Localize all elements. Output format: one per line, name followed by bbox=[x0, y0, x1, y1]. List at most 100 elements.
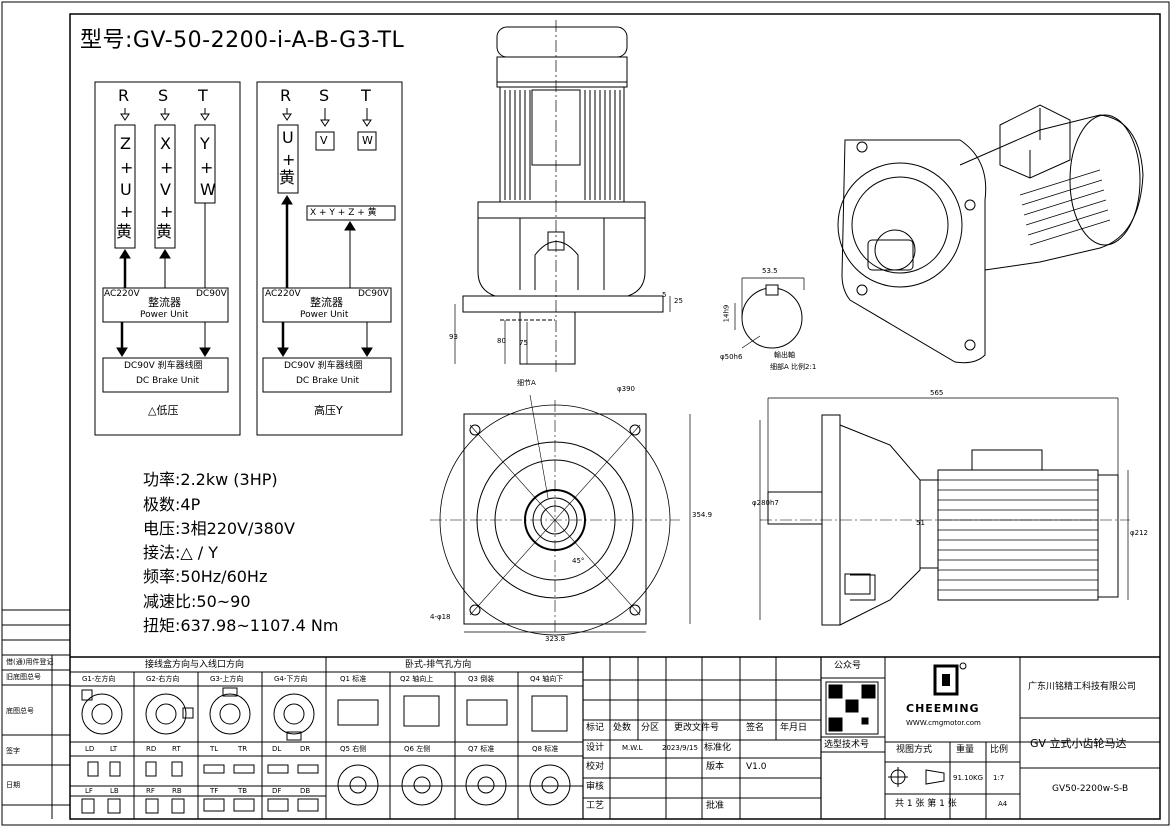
phase-label: S bbox=[319, 86, 330, 105]
spec-power: 功率:2.2kw (3HP) bbox=[143, 470, 278, 489]
terminal-label: U bbox=[282, 128, 294, 147]
vent-head: Q6 左侧 bbox=[404, 745, 431, 753]
junction-code: TL bbox=[210, 745, 219, 753]
spec-poles: 极数:4P bbox=[143, 495, 201, 514]
qr-code bbox=[825, 681, 879, 735]
motor-side-view bbox=[454, 20, 671, 372]
spec-voltage: 电压:3相220V/380V bbox=[143, 519, 295, 538]
spec-ratio: 减速比:50~90 bbox=[143, 592, 251, 611]
row-label: 设计 bbox=[586, 743, 605, 753]
terminal-label: + bbox=[160, 202, 174, 221]
rev-head: 更改文件号 bbox=[674, 723, 720, 733]
terminal-label: + bbox=[282, 150, 296, 169]
left-strip-label: 签字 bbox=[6, 747, 20, 755]
weight-value: 91.10KG bbox=[953, 774, 984, 782]
wechat-label: 公众号 bbox=[834, 661, 862, 671]
rectifier-en: Power Unit bbox=[140, 310, 189, 320]
terminal-label: U bbox=[120, 180, 132, 199]
dim-label: 354.9 bbox=[692, 511, 713, 519]
brake-en: DC Brake Unit bbox=[136, 376, 200, 386]
junction-code: DL bbox=[272, 745, 282, 753]
wiring-high-diagram bbox=[256, 81, 403, 436]
phase-label: T bbox=[198, 86, 208, 105]
junction-code: TF bbox=[210, 787, 219, 795]
junction-icons bbox=[81, 687, 571, 814]
row-label: 批准 bbox=[706, 801, 725, 811]
brake-label: DC90V 刹车器线圈 bbox=[284, 361, 363, 371]
detail-label: 细部A 比例2:1 bbox=[770, 363, 817, 371]
rectifier-ac: AC220V bbox=[265, 289, 301, 299]
row-label: 校对 bbox=[586, 762, 605, 772]
terminal-label: 黄 bbox=[116, 222, 133, 241]
junction-code: RF bbox=[146, 787, 155, 795]
weight-label: 重量 bbox=[956, 745, 975, 755]
terminal-label: + bbox=[120, 202, 134, 221]
terminal-label: X bbox=[160, 134, 171, 153]
dim-label: 细节A bbox=[517, 379, 536, 387]
terminal-label: W bbox=[200, 180, 216, 199]
brake-en: DC Brake Unit bbox=[296, 376, 360, 386]
shaft-label: 輸出軸 bbox=[774, 351, 795, 359]
drawing-number: GV50-2200w-S-B bbox=[1052, 784, 1129, 794]
vent-head: Q7 标准 bbox=[468, 745, 495, 753]
drawing-border bbox=[69, 13, 1161, 820]
junction-code: LD bbox=[85, 745, 95, 753]
tech-label: 选型技术号 bbox=[824, 740, 870, 750]
vent-title: 卧式-排气孔方向 bbox=[405, 660, 472, 670]
dim-label: φ212 bbox=[1130, 529, 1148, 537]
left-strip-label: 底图总号 bbox=[6, 707, 34, 715]
brake-label: DC90V 刹车器线圈 bbox=[124, 361, 203, 371]
company-name: 广东川铭精工科技有限公司 bbox=[1028, 682, 1137, 692]
title-block-grid bbox=[70, 656, 1160, 819]
rev-head: 分区 bbox=[641, 723, 660, 733]
terminal-label: Y bbox=[200, 134, 210, 153]
view-symbol bbox=[888, 767, 945, 787]
vent-head: Q2 轴向上 bbox=[400, 675, 434, 683]
junction-code: LB bbox=[110, 787, 119, 795]
terminal-label: V bbox=[320, 134, 328, 147]
wiring-low-diagram bbox=[94, 81, 241, 436]
terminal-label: W bbox=[362, 134, 373, 147]
dim-label: 51 bbox=[916, 519, 925, 527]
spec-frequency: 频率:50Hz/60Hz bbox=[143, 567, 268, 586]
terminal-label: + bbox=[160, 158, 174, 177]
row-label: 版本 bbox=[706, 762, 725, 772]
rev-head: 标记 bbox=[586, 723, 605, 733]
junction-head: G1-左方向 bbox=[82, 675, 116, 683]
rectifier-dc: DC90V bbox=[358, 289, 389, 299]
vent-head: Q1 标准 bbox=[340, 675, 367, 683]
rev-head: 签名 bbox=[746, 723, 765, 733]
version: V1.0 bbox=[746, 762, 767, 772]
terminal-label: 黄 bbox=[279, 168, 296, 187]
rev-head: 年月日 bbox=[780, 723, 808, 733]
junction-code: LT bbox=[110, 745, 118, 753]
rectifier-ac: AC220V bbox=[104, 289, 140, 299]
product-name: GV 立式小齿轮马达 bbox=[1030, 737, 1127, 750]
junction-head: G2-右方向 bbox=[146, 675, 180, 683]
vent-head: Q3 倒装 bbox=[468, 675, 495, 683]
dim-label: 14h9 bbox=[722, 304, 731, 323]
flange-front-view bbox=[430, 394, 691, 640]
terminal-label: 黄 bbox=[156, 222, 173, 241]
spec-connection: 接法:△ / Y bbox=[143, 543, 219, 562]
dim-label: 75 bbox=[519, 339, 528, 347]
terminal-label: V bbox=[160, 180, 171, 199]
ratio-value: 1:7 bbox=[993, 774, 1005, 782]
view-label: 视图方式 bbox=[896, 745, 933, 755]
spec-torque: 扭矩:637.98~1107.4 Nm bbox=[143, 616, 339, 635]
junction-code: RB bbox=[172, 787, 182, 795]
motor-isometric-view bbox=[837, 104, 1144, 364]
rectifier-dc: DC90V bbox=[196, 289, 227, 299]
junction-code: DR bbox=[300, 745, 311, 753]
rectifier-label: 整流器 bbox=[310, 296, 343, 309]
junction-code: DB bbox=[300, 787, 311, 795]
shaft-detail bbox=[734, 277, 805, 349]
junction-head: G3-上方向 bbox=[210, 675, 244, 683]
dim-label: 53.5 bbox=[762, 267, 778, 275]
vent-head: Q8 标准 bbox=[532, 745, 559, 753]
designer: M.W.L bbox=[622, 744, 643, 752]
junction-code: LF bbox=[85, 787, 93, 795]
brand-url: WWW.cmgmotor.com bbox=[906, 719, 981, 727]
row-label: 审核 bbox=[586, 782, 605, 792]
